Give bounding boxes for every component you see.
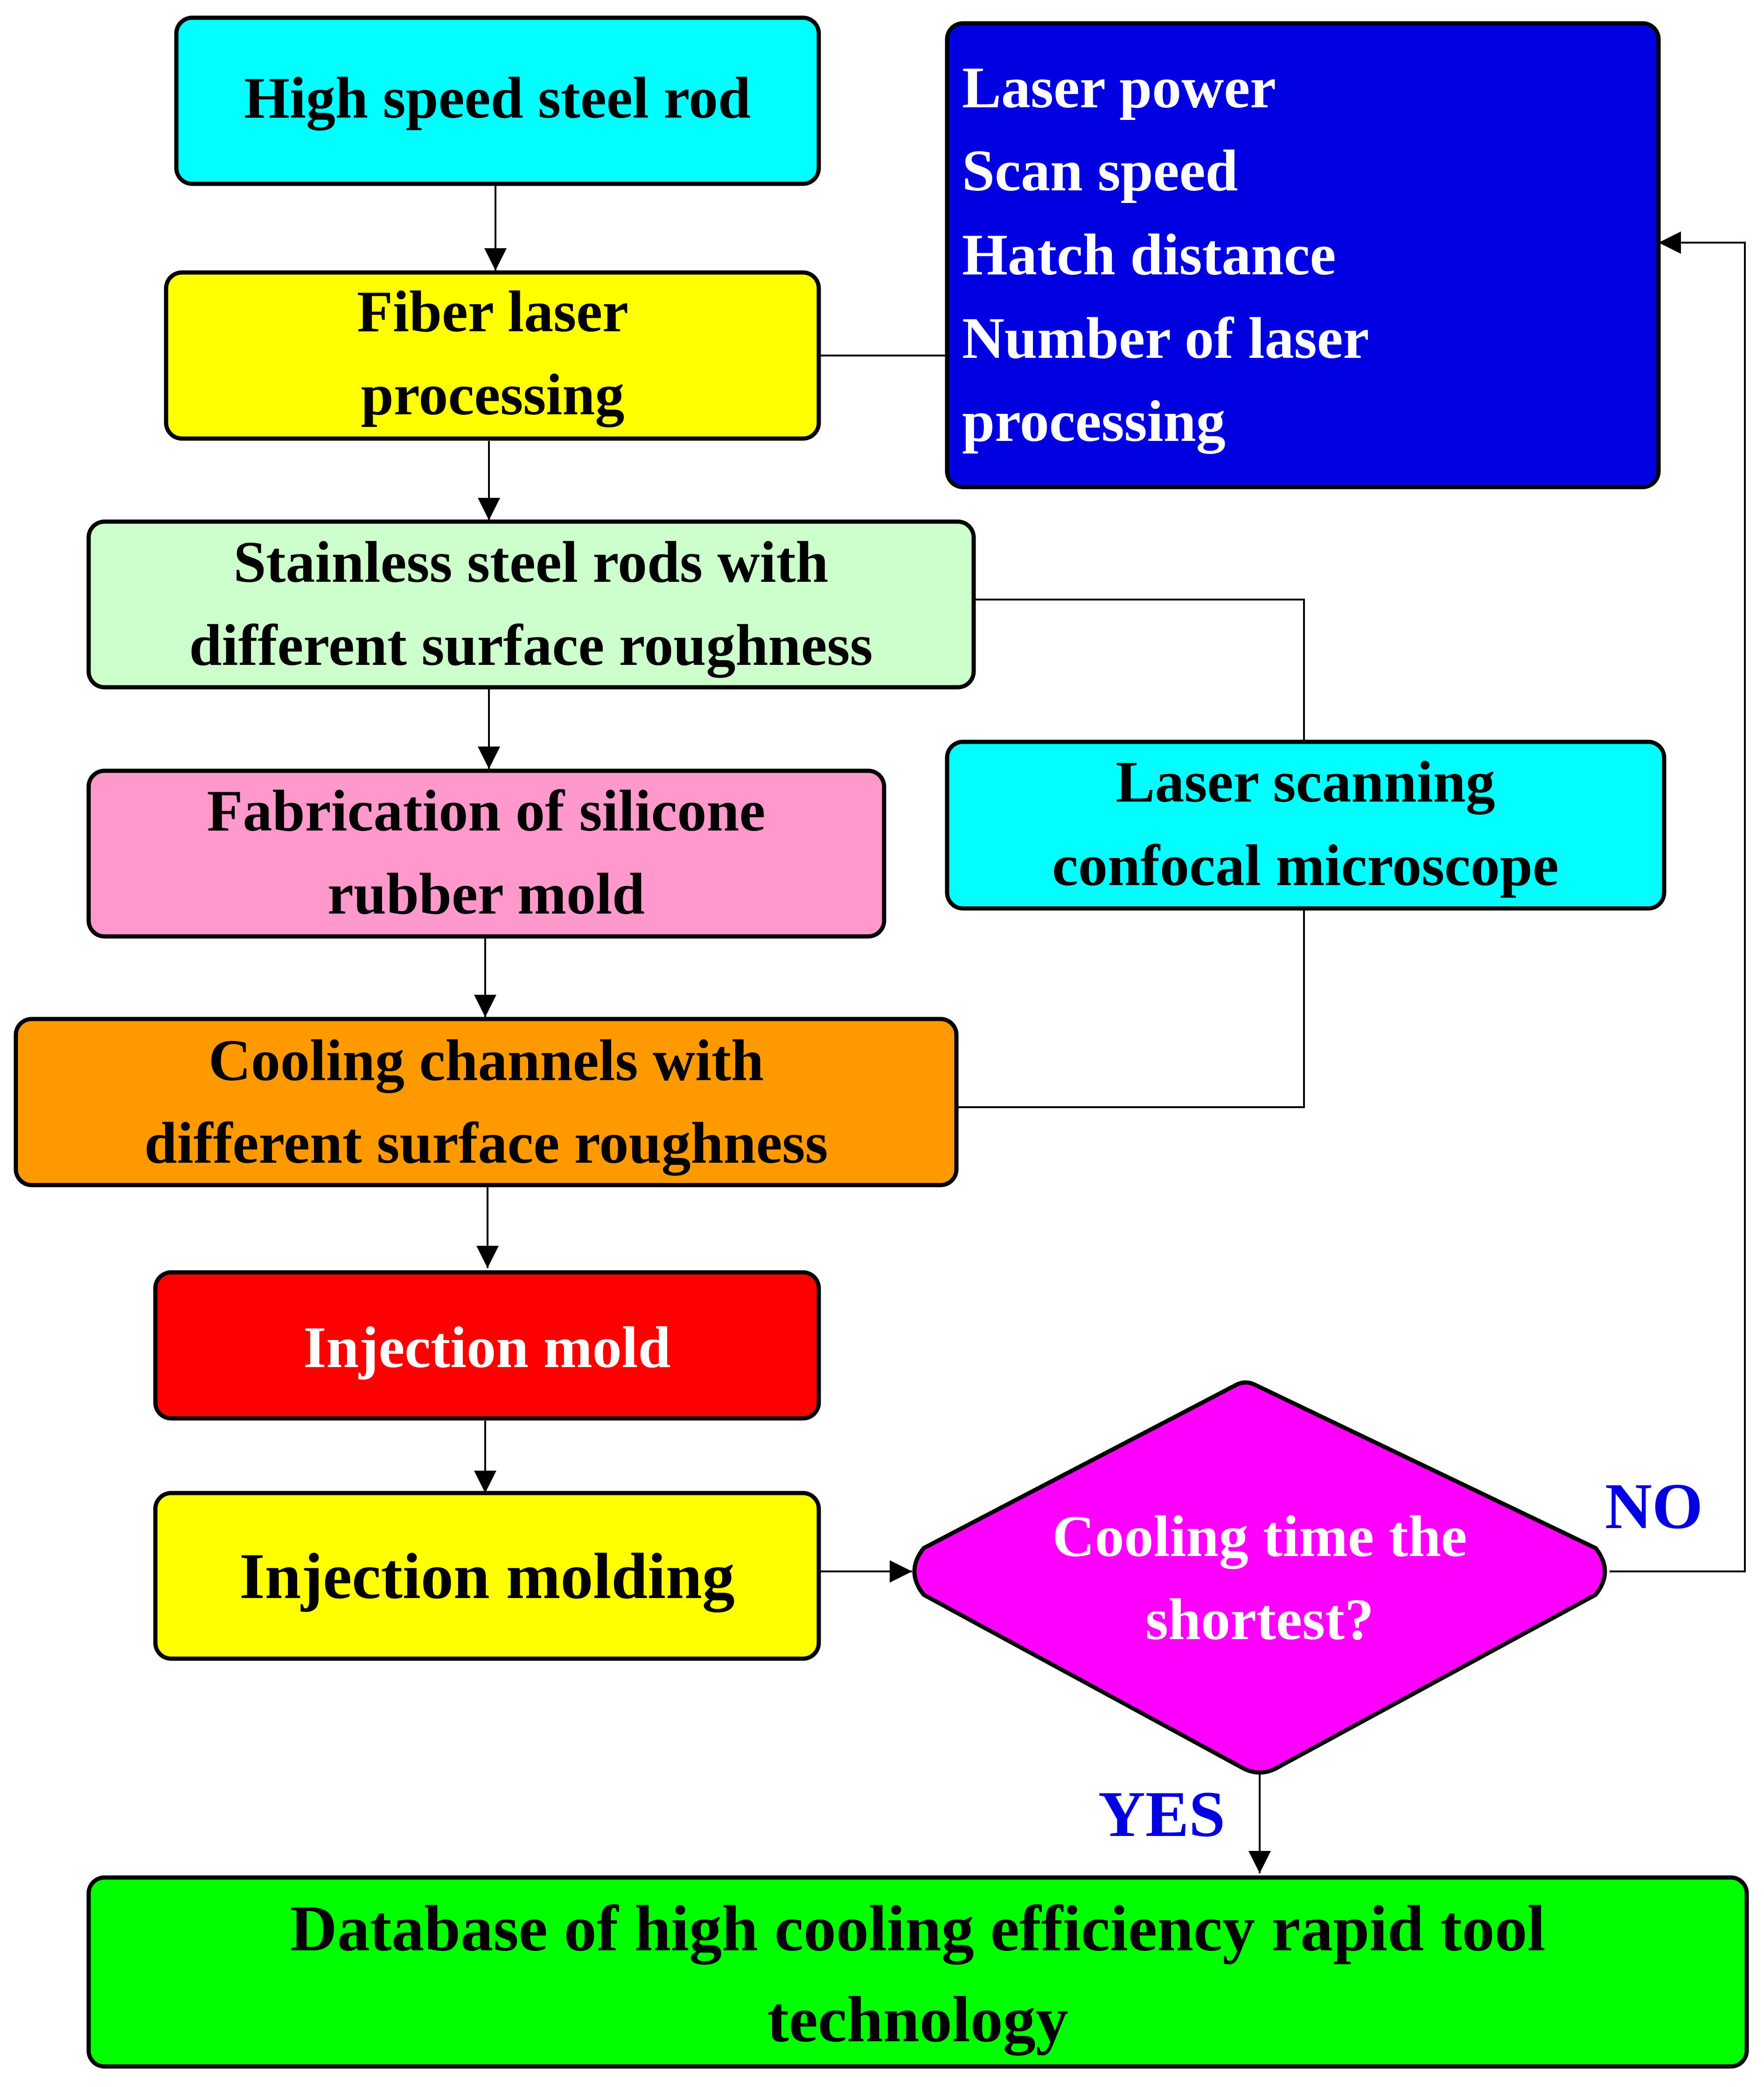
node-database: Database of high cooling efficiency rapi… xyxy=(86,1875,1749,2069)
edge-microscope-to-cooling xyxy=(956,910,1305,1108)
node-microscope-line-2: confocal microscope xyxy=(1052,833,1559,898)
node-params-line-1: Laser power xyxy=(962,56,1276,120)
node-decision: Cooling time the shortest? xyxy=(912,1380,1607,1775)
node-silicone-mold: Fabrication of silicone rubber mold xyxy=(86,768,886,939)
node-database-line-2: technology xyxy=(767,1983,1068,2056)
node-decision-diamond xyxy=(912,1380,1607,1775)
node-database-box xyxy=(86,1875,1749,2069)
node-database-line-1: Database of high cooling efficiency rapi… xyxy=(290,1892,1546,1965)
node-cooling-channels-line-1: Cooling channels with xyxy=(209,1028,764,1093)
node-cooling-channels-line-2: different surface roughness xyxy=(144,1111,828,1176)
node-microscope-line-1: Laser scanning xyxy=(1116,750,1495,815)
node-silicone-mold-box xyxy=(86,768,886,939)
edge-decision-no-loop xyxy=(1610,231,1746,1572)
node-injection-molding-box xyxy=(153,1491,821,1661)
node-injection-mold-label: Injection mold xyxy=(303,1315,671,1380)
node-microscope: Laser scanning confocal microscope xyxy=(945,740,1666,911)
node-microscope-box xyxy=(945,740,1666,911)
node-hss-rod-box xyxy=(174,15,821,186)
label-yes: YES xyxy=(1098,1778,1225,1850)
node-stainless-rods-line-1: Stainless steel rods with xyxy=(233,530,828,595)
node-fiber-laser-box xyxy=(164,270,821,441)
node-stainless-rods: Stainless steel rods with different surf… xyxy=(86,519,976,690)
edge-microscope-to-stainless xyxy=(973,599,1305,742)
node-stainless-rods-box xyxy=(86,519,976,690)
node-stainless-rods-line-2: different surface roughness xyxy=(189,613,872,678)
node-params-line-4: Number of laser xyxy=(962,306,1369,371)
node-fiber-laser: Fiber laser processing xyxy=(164,270,821,441)
node-injection-molding-label: Injection molding xyxy=(239,1540,735,1612)
node-decision-line-2: shortest? xyxy=(1145,1587,1374,1652)
node-fiber-laser-line-2: processing xyxy=(361,363,625,427)
label-no: NO xyxy=(1605,1470,1703,1543)
node-cooling-channels: Cooling channels with different surface … xyxy=(14,1017,959,1187)
node-injection-mold-box xyxy=(153,1270,821,1421)
node-decision-line-1: Cooling time the xyxy=(1053,1504,1467,1569)
node-hss-rod-label: High speed steel rod xyxy=(244,66,751,131)
node-silicone-mold-line-2: rubber mold xyxy=(328,862,645,927)
node-silicone-mold-line-1: Fabrication of silicone xyxy=(207,779,766,844)
node-injection-molding: Injection molding xyxy=(153,1491,821,1661)
node-params-box xyxy=(945,21,1661,489)
node-params-line-3: Hatch distance xyxy=(962,223,1336,287)
node-params-line-2: Scan speed xyxy=(962,139,1238,203)
node-fiber-laser-line-1: Fiber laser xyxy=(357,279,628,344)
connectors xyxy=(474,186,1746,1873)
node-hss-rod: High speed steel rod xyxy=(174,15,821,186)
node-cooling-channels-box xyxy=(14,1017,959,1187)
node-injection-mold: Injection mold xyxy=(153,1270,821,1421)
node-params: Laser power Scan speed Hatch distance Nu… xyxy=(945,21,1661,489)
node-params-line-5: processing xyxy=(962,389,1226,454)
